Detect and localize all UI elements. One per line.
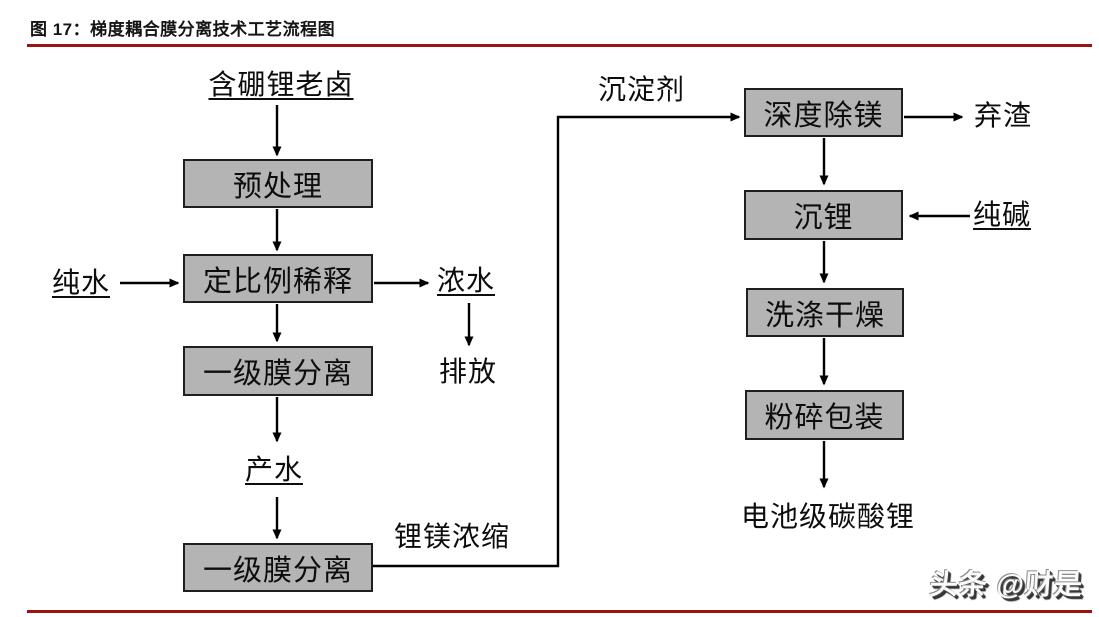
node-deep-mg-removal: 深度除镁 — [744, 88, 903, 137]
toutiao-watermark: 头条 @财是 — [928, 569, 1085, 600]
label-soda-ash: 纯碱 — [973, 199, 1032, 230]
label-battery-grade-lithium-carbonate: 电池级碳酸锂 — [740, 501, 916, 532]
label-pure-water: 纯水 — [52, 267, 111, 298]
label-concentrated-water: 浓水 — [437, 265, 496, 296]
label-precipitant: 沉淀剂 — [598, 74, 686, 105]
node-washing-drying: 洗涤干燥 — [746, 288, 904, 337]
node-li-precipitation: 沉锂 — [744, 190, 903, 240]
node-pretreatment: 预处理 — [183, 159, 373, 208]
bottom-rule — [27, 610, 1092, 613]
node-membrane-stage2: 一级膜分离 — [183, 543, 373, 592]
label-source-brine: 含硼锂老卤 — [208, 69, 354, 100]
arrow-membrane2-to-mg-removal — [373, 112, 741, 568]
label-discharge: 排放 — [439, 356, 498, 387]
label-li-mg-concentrate: 锂镁浓缩 — [394, 521, 511, 552]
figure-caption: 图 17：梯度耦合膜分离技术工艺流程图 — [30, 20, 336, 39]
node-crushing-packaging: 粉碎包装 — [745, 390, 904, 440]
top-rule — [27, 44, 1092, 47]
node-dilution: 定比例稀释 — [183, 254, 373, 303]
label-product-water: 产水 — [244, 454, 304, 485]
label-waste-residue: 弃渣 — [974, 100, 1033, 131]
node-membrane-stage1: 一级膜分离 — [183, 346, 373, 396]
